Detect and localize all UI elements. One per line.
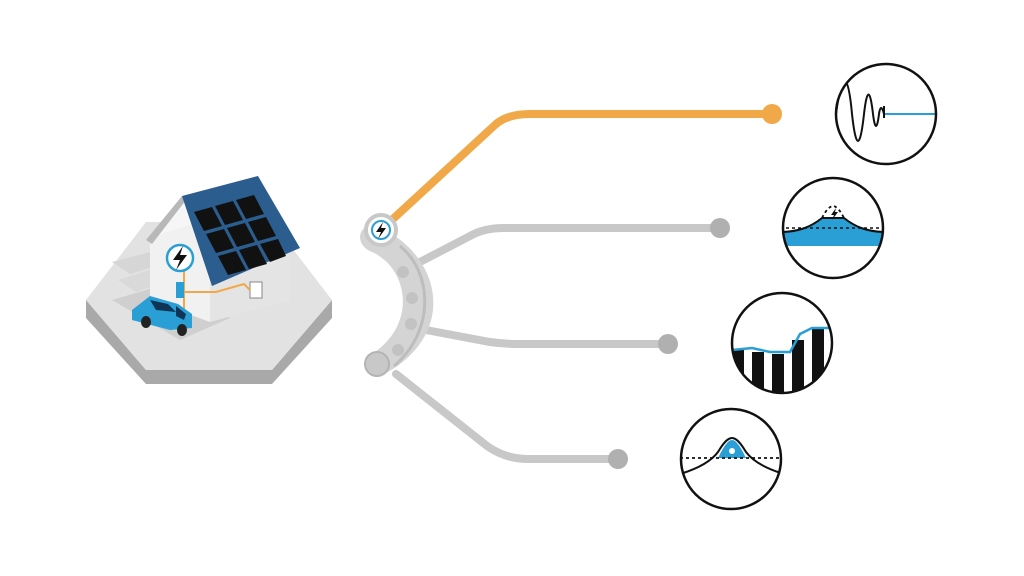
peak-shaving-graph-icon [781, 176, 885, 280]
hub-dot [406, 292, 418, 304]
branch-3-end-dot [658, 334, 678, 354]
branch-2-line [416, 224, 722, 266]
charging-hub-icon [360, 213, 434, 377]
branch-3-line [422, 326, 670, 348]
bar-tariff-graph-icon [730, 291, 834, 395]
hub-lightning-icon [364, 213, 398, 247]
electric-car-icon [132, 296, 192, 336]
solar-panels [194, 195, 286, 275]
wall-box [249, 281, 263, 299]
charger-post [176, 282, 184, 298]
branch-4-end-dot [608, 449, 628, 469]
branch-1-line [390, 110, 774, 222]
roof-edge [146, 196, 186, 244]
branch-lines [390, 104, 782, 469]
damped-oscillation-graph-icon [834, 62, 938, 166]
peak-revenue-graph-icon [679, 407, 783, 511]
hub-shadow [393, 244, 427, 368]
branch-2-end-dot [710, 218, 730, 238]
branch-1-end-dot [762, 104, 782, 124]
hub-end-cap [364, 351, 390, 377]
hub-dot [405, 318, 417, 330]
hub-dot [397, 266, 409, 278]
branch-4-line [392, 370, 620, 463]
hub-dot [392, 344, 404, 356]
house-lightning-icon [165, 243, 195, 273]
solar-house-icon [86, 176, 332, 384]
